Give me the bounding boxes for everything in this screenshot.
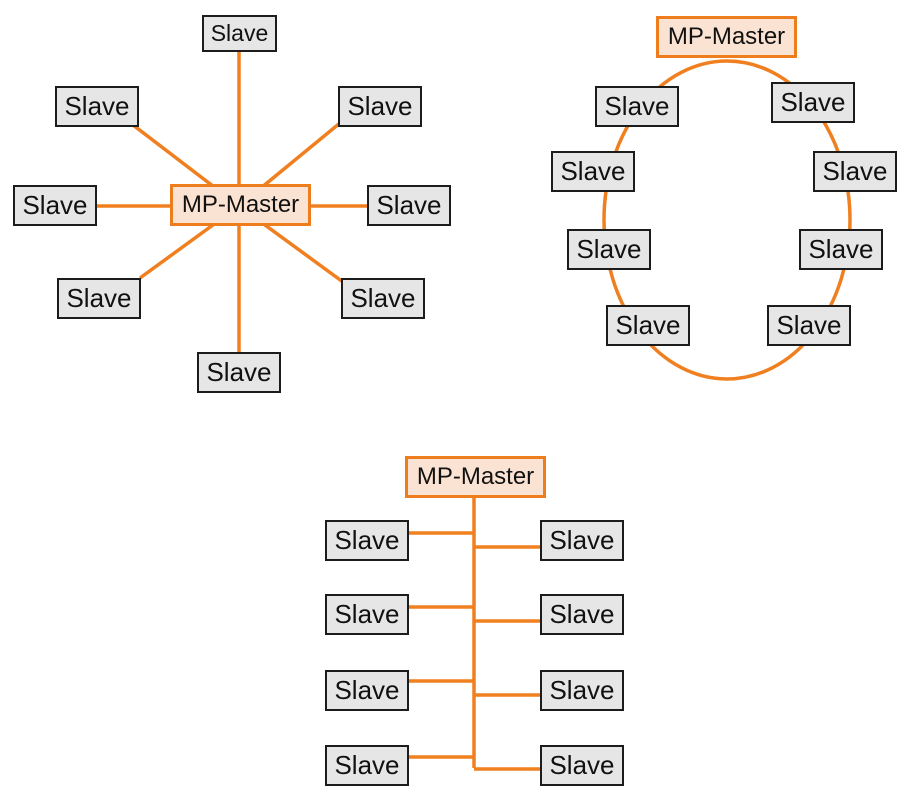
bus-slave-node: Slave	[325, 670, 409, 711]
star-slave-node: Slave	[367, 185, 451, 226]
ring-slave-node: Slave	[567, 229, 651, 270]
bus-slave-node: Slave	[540, 745, 624, 786]
bus-slave-node: Slave	[540, 520, 624, 561]
ring-slave-node: Slave	[551, 151, 635, 192]
bus-slave-node: Slave	[540, 670, 624, 711]
bus-wires	[409, 497, 541, 771]
ring-slave-node: Slave	[813, 151, 897, 192]
bus-slave-node: Slave	[325, 520, 409, 561]
star-slave-node: Slave	[13, 185, 97, 226]
bus-slave-node: Slave	[325, 745, 409, 786]
ring-slave-node: Slave	[606, 305, 690, 346]
ring-master-node: MP-Master	[656, 16, 797, 58]
bus-master-node: MP-Master	[405, 456, 546, 498]
star-slave-node: Slave	[341, 278, 425, 319]
ring-slave-node: Slave	[771, 82, 855, 123]
star-master-node: MP-Master	[170, 184, 311, 226]
bus-slave-node: Slave	[540, 594, 624, 635]
ring-slave-node: Slave	[595, 86, 679, 127]
bus-slave-node: Slave	[325, 594, 409, 635]
ring-wire	[602, 59, 852, 381]
star-slave-node: Slave	[57, 278, 141, 319]
ring-slave-node: Slave	[799, 229, 883, 270]
star-slave-node: Slave	[338, 86, 422, 127]
star-slave-node: Slave	[197, 352, 281, 393]
star-slave-node: Slave	[55, 86, 139, 127]
star-slave-node: Slave	[202, 15, 277, 52]
ring-slave-node: Slave	[767, 305, 851, 346]
